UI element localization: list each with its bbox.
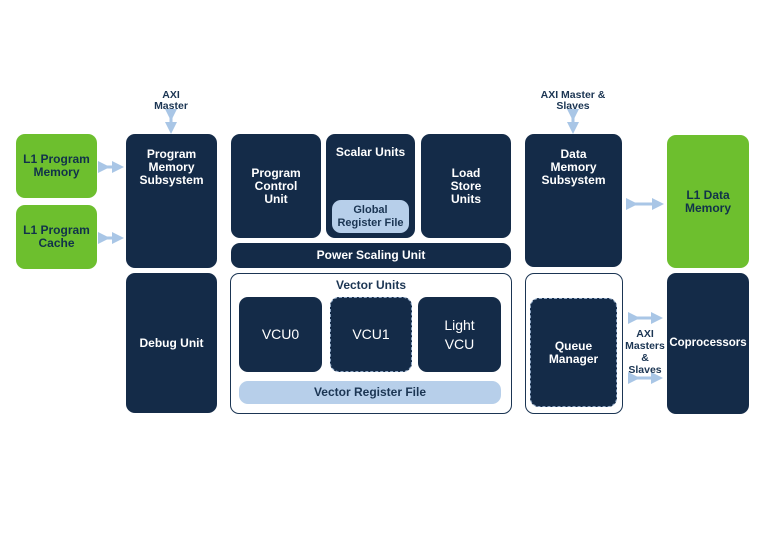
l1-program-memory-block: L1 Program Memory	[16, 134, 97, 198]
l1-data-memory-block: L1 Data Memory	[667, 135, 749, 268]
vcu1-block: VCU1	[330, 297, 412, 372]
scalar-units-label: Scalar Units	[335, 145, 406, 159]
l1-program-cache-block: L1 Program Cache	[16, 205, 97, 269]
vector-register-file-block: Vector Register File	[239, 381, 501, 404]
data-memory-subsystem-block: Data Memory Subsystem	[525, 134, 622, 267]
queue-manager-block: Queue Manager	[530, 298, 617, 407]
axi-master-slaves-label: AXI Master & Slaves	[540, 89, 606, 112]
program-control-unit-block: Program Control Unit	[231, 134, 321, 238]
axi-master-label: AXI Master	[154, 89, 188, 112]
power-scaling-unit-block: Power Scaling Unit	[231, 243, 511, 268]
axi-masters-slaves-label: AXI Masters & Slaves	[625, 328, 665, 376]
load-store-units-block: Load Store Units	[421, 134, 511, 238]
vcu0-block: VCU0	[239, 297, 322, 372]
light-vcu-block: Light VCU	[418, 297, 501, 372]
coprocessors-block: Coprocessors	[667, 273, 749, 414]
global-register-file-block: Global Register File	[332, 200, 409, 233]
vector-units-label: Vector Units	[335, 278, 407, 292]
debug-unit-block: Debug Unit	[126, 273, 217, 413]
program-memory-subsystem-block: Program Memory Subsystem	[126, 134, 217, 268]
